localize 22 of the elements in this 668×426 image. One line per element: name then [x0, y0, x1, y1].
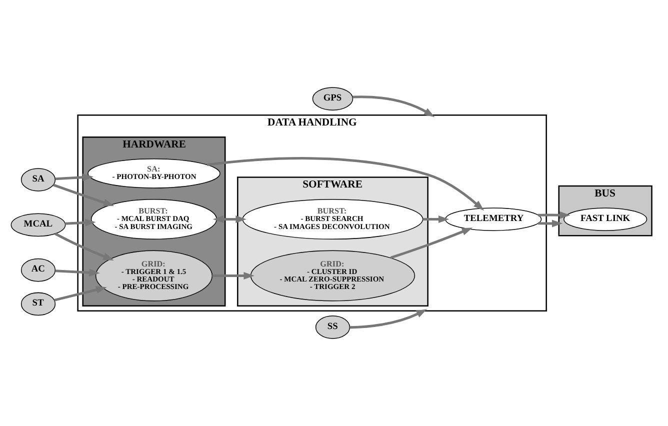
node-ellipse: AC — [20, 258, 56, 282]
arrow — [54, 286, 107, 302]
arrow — [422, 216, 450, 224]
node-ellipse: ST — [20, 292, 56, 316]
arrow — [55, 268, 100, 276]
arrow — [352, 96, 435, 118]
arrow — [65, 218, 96, 226]
arrow — [55, 174, 94, 182]
node-ellipse: FAST LINK — [564, 208, 648, 231]
arrow — [538, 211, 570, 219]
arrow — [212, 272, 254, 280]
node-ellipse: GPS — [312, 87, 354, 110]
arrow — [390, 228, 473, 259]
node-ellipse: SS — [315, 316, 350, 339]
node-ellipse: SA — [20, 168, 56, 192]
arrow — [212, 216, 246, 224]
node-ellipse: MCAL — [10, 213, 66, 237]
arrow — [53, 184, 114, 206]
arrow — [538, 220, 563, 228]
arrow — [54, 232, 114, 260]
node-ellipse: TELEMETRY — [445, 208, 542, 231]
arrow — [350, 309, 427, 329]
